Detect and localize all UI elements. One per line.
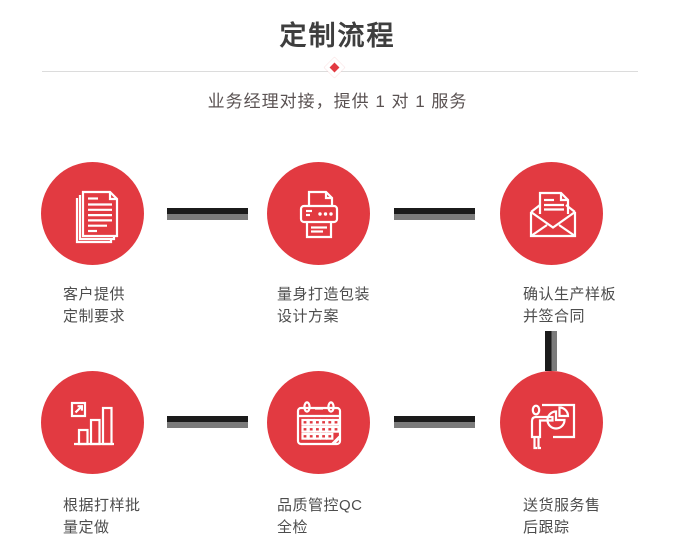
step-circle-2 — [267, 162, 370, 265]
step-label-4: 根据打样批 量定做 — [63, 495, 141, 539]
step-label-line: 定制要求 — [63, 308, 126, 325]
step-circle-1 — [41, 162, 144, 265]
step-circle-6 — [500, 371, 603, 474]
step-label-2: 量身打造包装 设计方案 — [277, 284, 370, 328]
step-label-line: 全检 — [277, 519, 309, 536]
documents-icon — [75, 190, 118, 243]
connector-horizontal — [394, 208, 475, 220]
step-label-line: 品质管控QC — [277, 497, 363, 514]
page-title: 定制流程 — [279, 21, 396, 51]
step-label-line: 客户提供 — [63, 286, 126, 303]
step-circle-5 — [267, 371, 370, 474]
diamond-icon — [323, 56, 346, 79]
step-label-5: 品质管控QC 全检 — [277, 495, 363, 539]
open-envelope-icon — [529, 191, 576, 237]
step-circle-3 — [500, 162, 603, 265]
step-label-line: 设计方案 — [277, 308, 340, 325]
page-subtitle: 业务经理对接，提供 1 对 1 服务 — [207, 92, 468, 111]
step-label-line: 量定做 — [63, 519, 110, 536]
step-label-6: 送货服务售 后跟踪 — [523, 495, 601, 539]
step-circle-4 — [41, 371, 144, 474]
calendar-icon — [296, 400, 341, 445]
step-label-1: 客户提供 定制要求 — [63, 284, 125, 328]
printer-icon — [299, 190, 338, 238]
connector-horizontal — [167, 416, 248, 428]
step-label-line: 并签合同 — [523, 308, 586, 325]
growth-bar-chart-icon — [70, 401, 114, 445]
step-label-line: 量身打造包装 — [277, 286, 371, 303]
step-label-3: 确认生产样板 并签合同 — [523, 284, 616, 328]
step-label-line: 送货服务售 — [523, 497, 601, 514]
presentation-pie-icon — [530, 403, 575, 449]
connector-horizontal — [394, 416, 475, 428]
step-label-line: 根据打样批 — [63, 497, 141, 514]
connector-vertical — [545, 331, 557, 371]
step-label-line: 后跟踪 — [523, 519, 570, 536]
connector-horizontal — [167, 208, 248, 220]
step-label-line: 确认生产样板 — [523, 286, 617, 303]
